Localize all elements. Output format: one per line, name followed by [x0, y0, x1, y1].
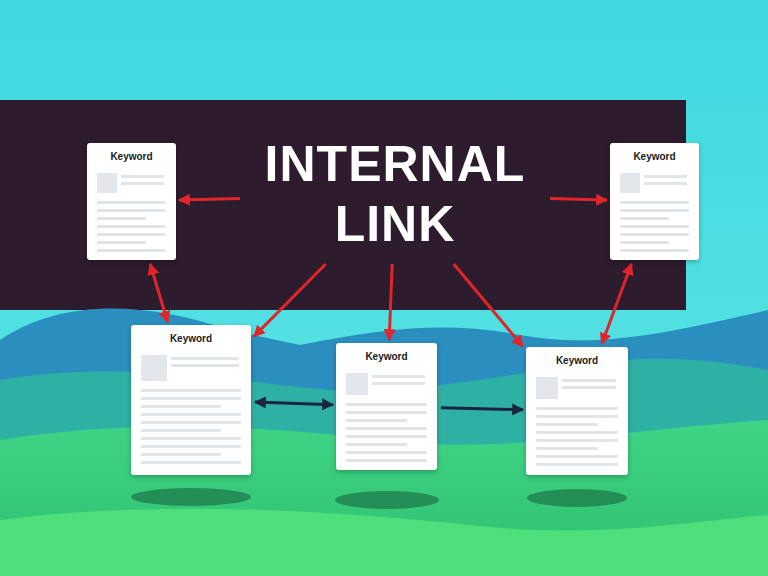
- title-band: [0, 100, 686, 310]
- placeholder-line: [346, 411, 427, 414]
- placeholder-line: [141, 437, 241, 440]
- placeholder-line: [141, 389, 241, 392]
- card-heading: Keyword: [619, 151, 690, 163]
- link-arrow: [550, 199, 607, 201]
- card-heading: Keyword: [535, 355, 619, 367]
- title-text: INTERNAL LINK: [244, 134, 546, 254]
- placeholder-line: [97, 249, 166, 252]
- placeholder-line: [97, 233, 166, 236]
- document-card: Keyword: [336, 343, 437, 470]
- placeholder-line: [121, 182, 164, 185]
- card-heading: Keyword: [345, 351, 428, 363]
- card-shadow: [527, 489, 627, 507]
- title-node: INTERNAL LINK: [244, 128, 546, 260]
- placeholder-image: [97, 173, 117, 193]
- link-arrow: [602, 264, 632, 344]
- placeholder-image: [141, 355, 167, 381]
- blue-hill: [0, 309, 768, 576]
- placeholder-line: [346, 459, 427, 462]
- placeholder-line: [536, 431, 618, 434]
- front-hill: [0, 509, 768, 576]
- placeholder-image: [346, 373, 368, 395]
- placeholder-line: [97, 217, 146, 220]
- placeholder-line: [536, 455, 618, 458]
- placeholder-line: [97, 225, 166, 228]
- placeholder-line: [372, 382, 425, 385]
- card-heading: Keyword: [140, 333, 242, 345]
- placeholder-line: [620, 217, 669, 220]
- placeholder-image: [620, 173, 640, 193]
- placeholder-line: [536, 415, 618, 418]
- placeholder-line: [372, 375, 425, 378]
- green-hill: [0, 420, 768, 576]
- placeholder-line: [620, 225, 689, 228]
- placeholder-line: [346, 427, 427, 430]
- document-card: Keyword: [526, 347, 628, 475]
- placeholder-line: [620, 241, 669, 244]
- placeholder-line: [97, 241, 146, 244]
- card-shadow: [335, 491, 439, 509]
- placeholder-line: [536, 447, 598, 450]
- placeholder-line: [536, 423, 598, 426]
- placeholder-line: [620, 201, 689, 204]
- placeholder-line: [620, 209, 689, 212]
- link-arrow: [254, 264, 326, 336]
- placeholder-line: [97, 201, 166, 204]
- placeholder-line: [141, 413, 241, 416]
- placeholder-line: [536, 439, 618, 442]
- link-arrow: [179, 198, 240, 200]
- placeholder-image: [536, 377, 558, 399]
- placeholder-line: [562, 379, 616, 382]
- placeholder-line: [536, 407, 618, 410]
- placeholder-line: [346, 451, 427, 454]
- placeholder-line: [141, 461, 241, 464]
- link-arrow: [150, 264, 167, 322]
- placeholder-line: [644, 182, 687, 185]
- placeholder-line: [620, 249, 689, 252]
- card-heading: Keyword: [96, 151, 167, 163]
- placeholder-line: [562, 386, 616, 389]
- link-arrow: [389, 264, 392, 340]
- placeholder-line: [346, 435, 427, 438]
- placeholder-line: [644, 175, 687, 178]
- placeholder-line: [141, 397, 241, 400]
- placeholder-line: [346, 419, 407, 422]
- placeholder-line: [346, 403, 427, 406]
- placeholder-line: [97, 209, 166, 212]
- card-shadow: [131, 488, 251, 506]
- placeholder-line: [141, 445, 241, 448]
- placeholder-line: [141, 453, 221, 456]
- placeholder-line: [141, 421, 241, 424]
- placeholder-line: [620, 233, 689, 236]
- placeholder-line: [171, 364, 239, 367]
- link-arrow: [255, 402, 333, 405]
- placeholder-line: [171, 357, 239, 360]
- document-card: Keyword: [131, 325, 251, 475]
- document-card: Keyword: [87, 143, 176, 260]
- placeholder-line: [346, 443, 407, 446]
- placeholder-line: [121, 175, 164, 178]
- link-arrow: [454, 264, 523, 347]
- placeholder-line: [141, 405, 221, 408]
- link-arrow: [441, 408, 523, 410]
- document-card: Keyword: [610, 143, 699, 260]
- placeholder-line: [141, 429, 221, 432]
- placeholder-line: [536, 463, 618, 466]
